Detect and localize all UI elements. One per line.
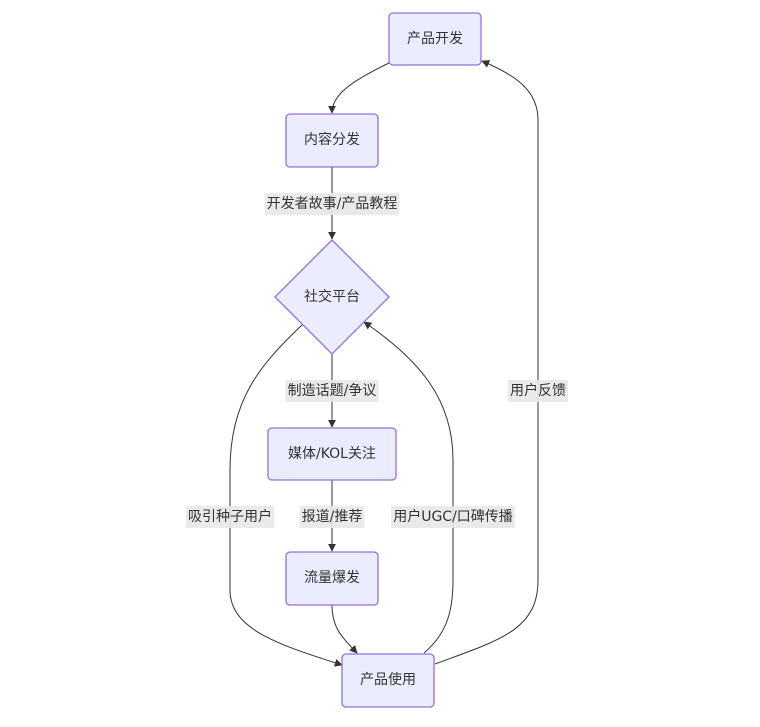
svg-text:社交平台: 社交平台 bbox=[304, 288, 360, 305]
edge-social-to-usage bbox=[229, 324, 343, 667]
node-content-distribution[interactable]: 内容分发 bbox=[285, 113, 379, 168]
edge-label-media-traffic: 报道/推荐 bbox=[299, 506, 365, 528]
edge-usage-to-dev bbox=[434, 60, 539, 665]
svg-text:媒体/KOL关注: 媒体/KOL关注 bbox=[288, 446, 376, 462]
svg-text:开发者故事/产品教程: 开发者故事/产品教程 bbox=[267, 196, 398, 212]
edge-label-social-media: 制造话题/争议 bbox=[285, 380, 379, 402]
edge-label-usage-social: 用户UGC/口碑传播 bbox=[391, 506, 515, 528]
edge-label-social-usage: 吸引种子用户 bbox=[186, 506, 274, 528]
node-social-platform[interactable]: 社交平台 bbox=[274, 239, 390, 355]
node-product-dev[interactable]: 产品开发 bbox=[388, 12, 482, 66]
svg-text:流量爆发: 流量爆发 bbox=[304, 570, 360, 586]
edge-labels: 开发者故事/产品教程 制造话题/争议 吸引种子用户 报道/推荐 用户UGC/口碑… bbox=[186, 193, 568, 528]
nodes: 产品开发 内容分发 社交平台 媒体/KOL关注 流量爆发 产品使用 bbox=[267, 12, 482, 708]
node-media-kol[interactable]: 媒体/KOL关注 bbox=[267, 427, 397, 481]
edge-usage-to-social bbox=[363, 321, 454, 654]
node-traffic-burst[interactable]: 流量爆发 bbox=[285, 551, 379, 606]
edge-label-content-social: 开发者故事/产品教程 bbox=[264, 193, 400, 215]
svg-text:用户UGC/口碑传播: 用户UGC/口碑传播 bbox=[393, 508, 513, 525]
edge-label-usage-dev: 用户反馈 bbox=[508, 380, 568, 402]
svg-text:产品使用: 产品使用 bbox=[360, 671, 416, 688]
node-product-usage[interactable]: 产品使用 bbox=[341, 653, 435, 708]
svg-text:吸引种子用户: 吸引种子用户 bbox=[188, 508, 272, 525]
svg-text:制造话题/争议: 制造话题/争议 bbox=[288, 383, 377, 399]
svg-text:产品开发: 产品开发 bbox=[407, 31, 463, 47]
edge-dev-to-content bbox=[328, 62, 390, 114]
svg-text:报道/推荐: 报道/推荐 bbox=[302, 509, 363, 525]
edge-traffic-to-usage bbox=[331, 604, 358, 654]
edges bbox=[229, 60, 539, 667]
svg-text:用户反馈: 用户反馈 bbox=[510, 382, 566, 399]
svg-text:内容分发: 内容分发 bbox=[304, 131, 360, 148]
